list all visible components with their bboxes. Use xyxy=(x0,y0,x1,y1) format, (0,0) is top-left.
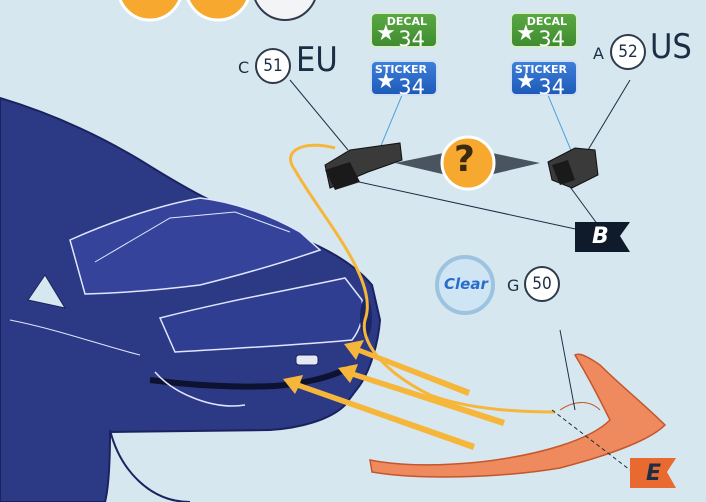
sticker-number: 34 xyxy=(512,75,576,99)
region-label-us: US xyxy=(650,27,692,67)
us-plate-part xyxy=(548,148,598,188)
part-number-text: 50 xyxy=(532,274,551,294)
decal-badge-us: ★ DECAL 34 xyxy=(510,12,578,48)
part-number-51: 51 xyxy=(255,48,291,84)
part-number-text: 52 xyxy=(618,42,637,62)
region-label-eu: EU xyxy=(296,40,338,80)
question-mark: ? xyxy=(454,139,475,180)
spoiler-part xyxy=(370,330,665,477)
part-number-text: 51 xyxy=(263,56,282,76)
sticker-badge-us: ★ STICKER 34 xyxy=(510,60,578,96)
decal-badge-eu: ★ DECAL 34 xyxy=(370,12,438,48)
car-body xyxy=(0,98,380,502)
part-letter-c: C xyxy=(238,58,249,77)
sticker-number: 34 xyxy=(372,75,436,99)
top-step-circles xyxy=(118,0,317,20)
part-number-52: 52 xyxy=(610,34,646,70)
part-letter-g: G xyxy=(507,276,519,295)
part-letter-a: A xyxy=(593,44,604,63)
flag-b-letter: B xyxy=(592,224,609,249)
clear-label: Clear xyxy=(444,275,488,293)
sticker-badge-eu: ★ STICKER 34 xyxy=(370,60,438,96)
flag-e-letter: E xyxy=(646,461,661,486)
decal-number: 34 xyxy=(372,27,436,51)
decal-number: 34 xyxy=(512,27,576,51)
part-number-50: 50 xyxy=(524,266,560,302)
